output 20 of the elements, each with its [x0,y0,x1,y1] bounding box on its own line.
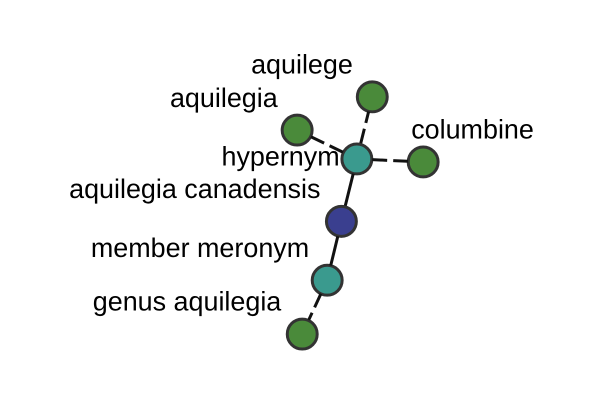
connector [344,172,355,206]
node-label: hypernym [221,141,340,172]
node-label: genus aquilegia [92,286,282,316]
connector [310,134,344,154]
node-circle [356,80,389,113]
connector [372,158,408,162]
node-circle [310,263,344,296]
node-label: aquilege [251,49,353,80]
node-label: columbine [411,114,534,144]
node-circle [406,145,440,178]
node-circle [280,113,314,146]
node-label: aquilegia canadensis [69,174,320,204]
connector [307,292,322,320]
node-label: member meronym [90,232,310,262]
node-circle [324,204,358,238]
node-circle [286,317,319,350]
node-label: aquilegia [170,82,278,112]
node-circle [340,142,374,175]
connector [359,110,370,144]
connector [329,235,340,266]
